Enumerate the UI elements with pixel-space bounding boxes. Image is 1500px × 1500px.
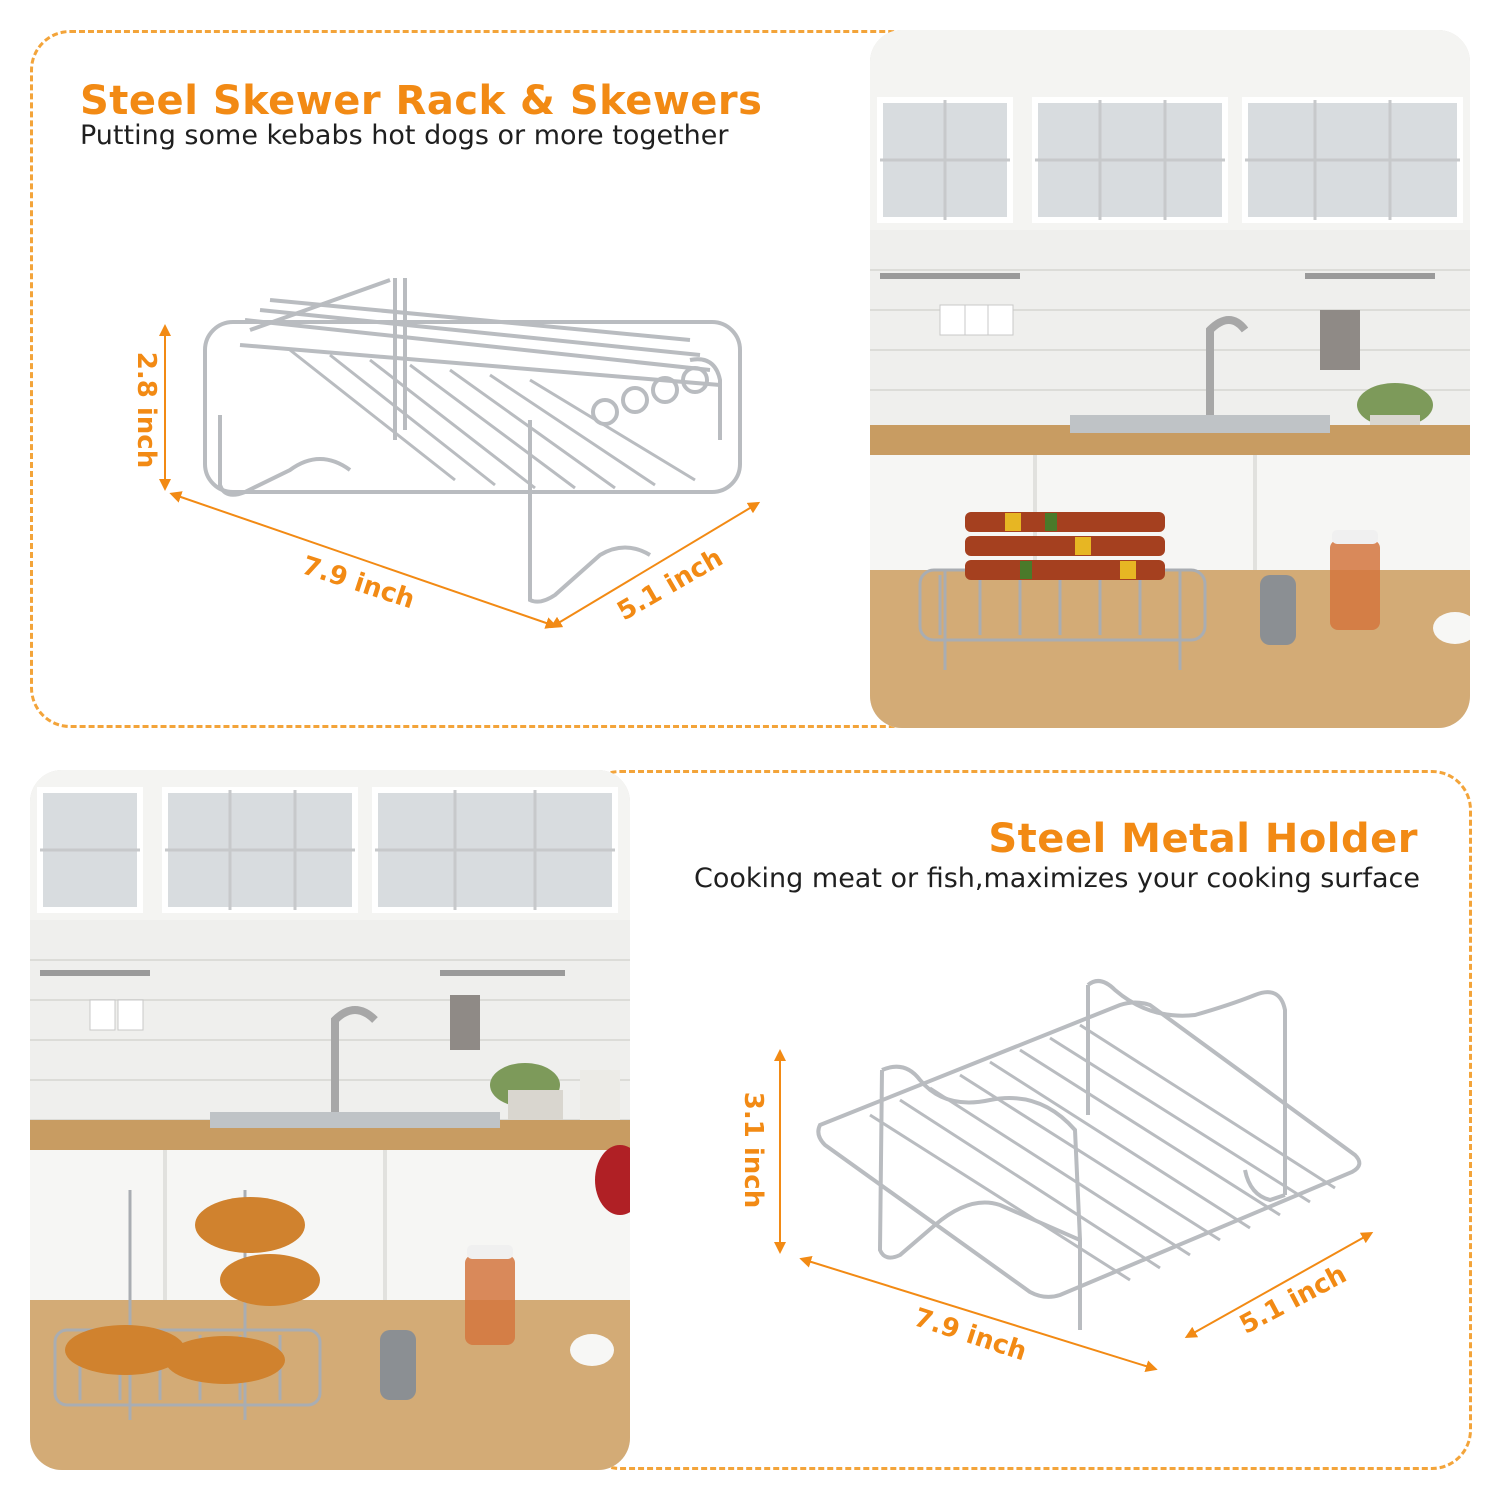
skewer-rack-height-label: 2.8 inch	[131, 351, 162, 469]
metal-holder-kitchen-photo	[30, 770, 630, 1470]
skewer-rack-title: Steel Skewer Rack & Skewers	[80, 78, 763, 124]
skewer-rack-subtitle: Putting some kebabs hot dogs or more tog…	[80, 120, 729, 151]
metal-holder-subtitle: Cooking meat or fish,maximizes your cook…	[694, 863, 1420, 894]
metal-holder-title: Steel Metal Holder	[988, 816, 1418, 862]
skewer-rack-kitchen-photo	[870, 30, 1470, 728]
metal-holder-height-label: 3.1 inch	[738, 1091, 769, 1209]
